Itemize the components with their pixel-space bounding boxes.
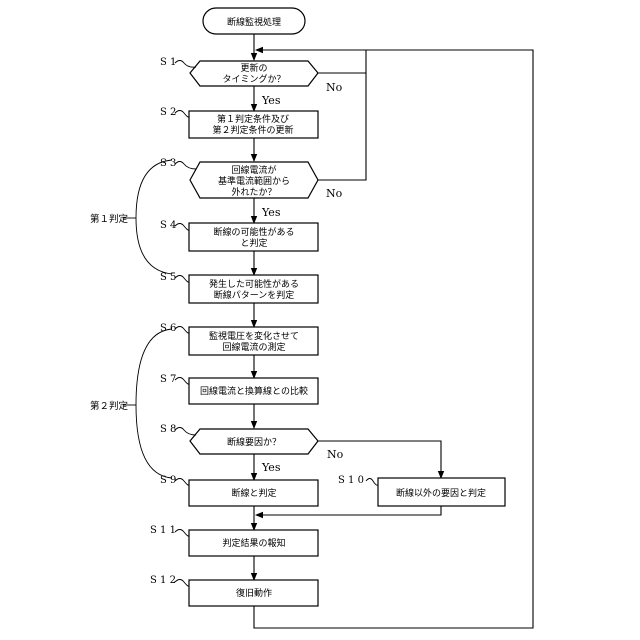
s2-line-1: 第１判定条件及び bbox=[217, 113, 289, 125]
s3-line-2: 基準電流範囲から bbox=[218, 175, 290, 187]
s5-leader bbox=[175, 276, 189, 283]
s2-step-id: S 2 bbox=[160, 107, 176, 118]
s9-leader bbox=[175, 479, 189, 486]
second-judgement-label: 第２判定 bbox=[90, 400, 129, 412]
first-judgement-label: 第１判定 bbox=[90, 213, 129, 225]
s6-line-2: 回線電流の測定 bbox=[222, 341, 285, 353]
s11-leader bbox=[175, 530, 189, 537]
s4-step-id: S 4 bbox=[160, 220, 176, 231]
second-judgement-bracket bbox=[136, 329, 172, 478]
connector-s3-no bbox=[318, 50, 366, 180]
s4-line-1: 断線の可能性がある bbox=[213, 226, 294, 238]
s10-leader bbox=[366, 479, 378, 486]
s2-leader bbox=[175, 111, 189, 118]
s6-line-1: 監視電圧を変化させて bbox=[209, 330, 299, 342]
connector-s10-merge bbox=[256, 506, 441, 515]
s8-step-id: S 8 bbox=[160, 424, 176, 435]
s1-yes-label: Yes bbox=[261, 94, 281, 107]
s7-step-id: S 7 bbox=[160, 374, 176, 385]
s3-yes-label: Yes bbox=[261, 206, 281, 219]
s12-leader bbox=[175, 580, 189, 587]
s12-line-1: 復旧動作 bbox=[236, 587, 272, 599]
s5-line-1: 発生した可能性がある bbox=[209, 278, 299, 290]
s4-line-2: と判定 bbox=[240, 237, 267, 249]
s8-leader bbox=[175, 428, 196, 436]
s8-line-1: 断線要因か？ bbox=[227, 436, 281, 448]
s10-step-id: S 1 0 bbox=[338, 475, 364, 486]
s9-step-id: S 9 bbox=[160, 475, 176, 486]
s3-line-1: 回線電流が bbox=[231, 164, 276, 176]
s8-yes-label: Yes bbox=[261, 461, 281, 474]
s1-no-label: No bbox=[326, 81, 343, 94]
s9-line-1: 断線と判定 bbox=[231, 487, 276, 499]
s7-line-1: 回線電流と換算線との比較 bbox=[200, 385, 308, 397]
s1-line-2: タイミングか？ bbox=[222, 73, 285, 85]
s1-line-1: 更新の bbox=[240, 62, 267, 74]
s1-step-id: S 1 bbox=[160, 57, 176, 68]
s1-leader bbox=[175, 61, 196, 68]
s6-leader bbox=[175, 327, 189, 334]
s7-leader bbox=[175, 378, 189, 385]
s2-line-2: 第２判定条件の更新 bbox=[212, 124, 293, 136]
start-label: 断線監視処理 bbox=[227, 16, 281, 28]
s11-line-1: 判定結果の報知 bbox=[222, 537, 285, 549]
s8-no-label: No bbox=[327, 448, 344, 461]
s3-line-3: 外れたか？ bbox=[231, 186, 276, 198]
s3-leader bbox=[175, 162, 196, 170]
s3-step-id: S 3 bbox=[160, 158, 176, 169]
s11-step-id: S 1 1 bbox=[150, 525, 176, 536]
first-judgement-bracket bbox=[136, 160, 172, 274]
s4-leader bbox=[175, 224, 189, 231]
s10-line-1: 断線以外の要因と判定 bbox=[396, 487, 486, 499]
s5-line-2: 断線パターンを判定 bbox=[214, 289, 295, 301]
s3-no-label: No bbox=[326, 187, 343, 200]
s6-step-id: S 6 bbox=[160, 323, 176, 334]
s12-step-id: S 1 2 bbox=[150, 575, 176, 586]
